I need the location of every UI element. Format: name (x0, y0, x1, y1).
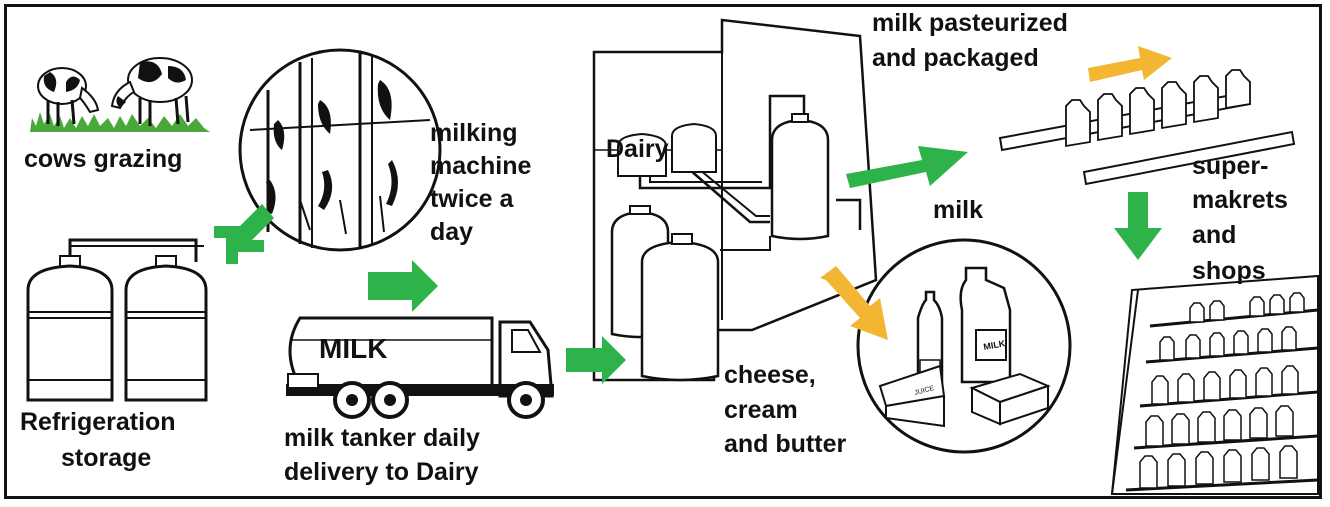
svg-text:and butter: and butter (724, 430, 846, 458)
arrow-to-refrigeration-icon (214, 204, 274, 264)
svg-text:delivery to Dairy: delivery to Dairy (284, 458, 479, 486)
tanker-milk-text: MILK (319, 333, 387, 364)
arrow-to-shops-icon (1114, 192, 1162, 260)
refrigeration-storage-label: Refrigeration storage (20, 408, 176, 472)
svg-text:machine: machine (430, 152, 532, 180)
svg-text:milking: milking (430, 119, 518, 147)
supermarket-shelves-illustration (1112, 276, 1318, 494)
svg-text:makrets: makrets (1192, 186, 1288, 214)
svg-text:and: and (1192, 221, 1236, 249)
supermarkets-shops-label: super- makrets and shops (1192, 152, 1288, 285)
dairy-label: Dairy (606, 135, 669, 163)
milk-pasteurized-packaged-label: milk pasteurized and packaged (872, 9, 1068, 72)
svg-text:super-: super- (1192, 152, 1268, 180)
cows-grazing-label: cows grazing (24, 145, 182, 173)
svg-text:twice a: twice a (430, 185, 514, 213)
dairy-products-illustration (858, 240, 1070, 452)
svg-text:cheese,: cheese, (724, 361, 816, 389)
dairy-building-illustration (594, 20, 876, 380)
cows-grazing-illustration (30, 58, 210, 132)
refrigeration-tanks-illustration (28, 240, 206, 400)
arrow-to-tanker-icon (368, 260, 438, 312)
svg-text:Refrigeration: Refrigeration (20, 408, 176, 436)
svg-text:and packaged: and packaged (872, 44, 1039, 72)
svg-text:cream: cream (724, 396, 798, 424)
arrow-packaged-icon (1088, 46, 1172, 82)
svg-text:day: day (430, 218, 473, 246)
svg-text:milk pasteurized: milk pasteurized (872, 9, 1068, 37)
cheese-cream-butter-label: cheese, cream and butter (724, 361, 846, 458)
milk-label: milk (933, 196, 983, 224)
cow-icon (38, 68, 98, 126)
milk-tanker-label: milk tanker daily delivery to Dairy (284, 424, 480, 486)
svg-text:storage: storage (61, 444, 151, 472)
svg-text:shops: shops (1192, 257, 1266, 285)
svg-text:milk tanker daily: milk tanker daily (284, 424, 480, 452)
milking-machine-label: milking machine twice a day (430, 119, 532, 246)
